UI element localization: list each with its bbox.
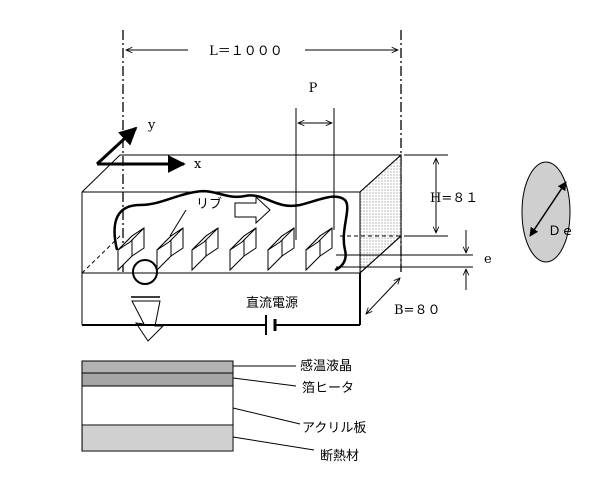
power-supply-label: 直流電源 bbox=[246, 296, 298, 311]
pitch-dimension: P bbox=[295, 81, 335, 240]
layer-cross-section: 感温液晶 箔ヒータ アクリル板 断熱材 bbox=[81, 358, 366, 464]
ribs bbox=[117, 227, 333, 272]
layer-foil-heater bbox=[81, 372, 234, 387]
rib bbox=[117, 227, 145, 272]
section-arrow-icon bbox=[131, 300, 165, 342]
rib bbox=[156, 227, 184, 272]
layer-liquid-crystal bbox=[81, 360, 234, 374]
heater-loop bbox=[113, 189, 349, 272]
layer-label-foil-heater: 箔ヒータ bbox=[302, 380, 354, 396]
rib bbox=[267, 227, 295, 272]
rib-annotation: リブ bbox=[169, 195, 271, 237]
length-dimension: L＝１０００ bbox=[122, 30, 402, 272]
height-dimension: H=８１ bbox=[404, 154, 478, 237]
length-label: L＝１０００ bbox=[209, 44, 283, 59]
layer-insulator bbox=[81, 424, 234, 452]
duct-box bbox=[81, 153, 402, 325]
detail-marker bbox=[132, 259, 158, 285]
axis-y-label: y bbox=[147, 118, 156, 133]
flow-arrow-icon bbox=[234, 195, 271, 225]
rib-height-label: e bbox=[484, 252, 492, 267]
rib bbox=[305, 227, 333, 272]
coordinate-axes: y x bbox=[95, 118, 202, 173]
rib bbox=[229, 227, 257, 272]
layer-label-insulator: 断熱材 bbox=[320, 449, 359, 464]
height-label: H=８１ bbox=[430, 191, 478, 206]
pitch-label: P bbox=[309, 81, 318, 96]
layer-label-liquid-crystal: 感温液晶 bbox=[300, 358, 352, 374]
rib bbox=[191, 227, 219, 272]
rib-label: リブ bbox=[196, 196, 222, 212]
axis-x-label: x bbox=[194, 157, 202, 172]
power-circuit: 直流電源 bbox=[82, 273, 361, 335]
width-dimension: B=８０ bbox=[366, 262, 440, 318]
rib-height-dimension: e bbox=[336, 230, 492, 290]
layer-label-acrylic-plate: アクリル板 bbox=[302, 421, 366, 436]
layer-acrylic-plate bbox=[81, 385, 234, 426]
hydraulic-diameter: Ｄｅ bbox=[521, 161, 574, 263]
width-label: B=８０ bbox=[394, 303, 440, 318]
hydraulic-diameter-label: Ｄｅ bbox=[548, 224, 574, 239]
